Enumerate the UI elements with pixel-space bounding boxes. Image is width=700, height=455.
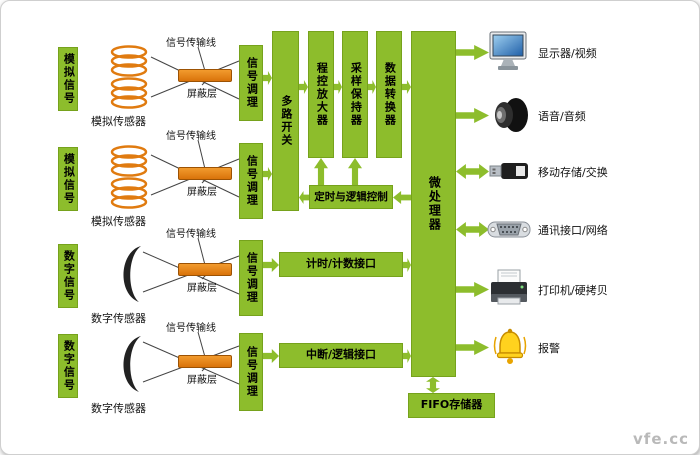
speaker-icon (495, 98, 528, 132)
output-label-audio: 语音/音频 (538, 110, 586, 123)
sensor-label: 模拟传感器 (91, 215, 146, 228)
usb-drive-icon (489, 163, 528, 179)
arrow-cond2-to-mux (263, 167, 272, 181)
arrow-interrupt-interface-to-mcu (403, 349, 411, 363)
arrow-mcu-network-bidirectional (456, 222, 489, 237)
serial-port-icon (487, 221, 531, 238)
signal-conditioning-box: 信号调理 (239, 143, 263, 219)
signal-type-box: 数字信号 (58, 244, 78, 308)
arrow-timing-to-mux (299, 191, 309, 204)
shield-label: 屏蔽层 (187, 187, 217, 198)
block-programmable-amplifier: 程控放大器 (308, 31, 334, 158)
transmission-line-label: 信号传输线 (166, 38, 216, 49)
shield-bar (178, 167, 232, 180)
shield-label: 屏蔽层 (187, 283, 217, 294)
signal-conditioning-box: 信号调理 (239, 45, 263, 121)
output-label-printer: 打印机/硬拷贝 (538, 284, 608, 297)
arrow-mux-to-amp (299, 80, 308, 94)
block-timing-logic-control: 定时与逻辑控制 (309, 185, 393, 209)
signal-conditioning-box: 信号调理 (239, 240, 263, 316)
block-interrupt-logic-interface: 中断/逻辑接口 (279, 343, 403, 368)
signal-type-box: 模拟信号 (58, 147, 78, 211)
block-timer-counter-interface: 计时/计数接口 (279, 252, 403, 277)
block-data-converter: 数据转换器 (376, 31, 402, 158)
arrow-cond1-to-mux (263, 71, 272, 85)
arrow-mcu-fifo-bidirectional (426, 377, 440, 393)
sensor-label: 数字传感器 (91, 312, 146, 325)
arrow-converter-to-mcu (402, 80, 411, 94)
signal-type-box: 模拟信号 (58, 47, 78, 111)
analog-sensor-icon (110, 45, 148, 109)
arrow-amp-to-samplehold (334, 80, 342, 94)
output-label-display: 显示器/视频 (538, 47, 597, 60)
transmission-line-label: 信号传输线 (166, 131, 216, 142)
output-label-network: 通讯接口/网络 (538, 224, 608, 237)
shield-bar (178, 263, 232, 276)
arrow-samplehold-to-converter (368, 80, 376, 94)
signal-conditioning-box: 信号调理 (239, 333, 263, 411)
watermark: vfe.cc (633, 430, 689, 448)
output-label-alarm: 报警 (538, 342, 560, 355)
digital-sensor-icon (123, 246, 141, 302)
shield-bar (178, 355, 232, 368)
printer-icon (491, 269, 527, 305)
sensor-label: 数字传感器 (91, 402, 146, 415)
shield-label: 屏蔽层 (187, 89, 217, 100)
monitor-icon (489, 31, 527, 70)
analog-sensor-icon (110, 145, 148, 209)
arrow-mcu-usb-bidirectional (456, 164, 489, 179)
block-fifo-memory: FIFO存储器 (408, 393, 495, 418)
transmission-line-label: 信号传输线 (166, 229, 216, 240)
shield-bar (178, 69, 232, 82)
block-sample-hold: 采样保持器 (342, 31, 368, 158)
digital-sensor-icon (123, 336, 141, 392)
transmission-line-label: 信号传输线 (166, 323, 216, 334)
sensor-label: 模拟传感器 (91, 115, 146, 128)
arrow-timer-interface-to-mcu (403, 258, 411, 272)
output-label-storage: 移动存储/交换 (538, 166, 608, 179)
block-microprocessor: 微处理器 (411, 31, 456, 377)
block-multiplexer: 多路开关 (272, 31, 299, 211)
shield-label: 屏蔽层 (187, 375, 217, 386)
signal-type-box: 数字信号 (58, 334, 78, 398)
alarm-bell-icon (493, 328, 527, 364)
